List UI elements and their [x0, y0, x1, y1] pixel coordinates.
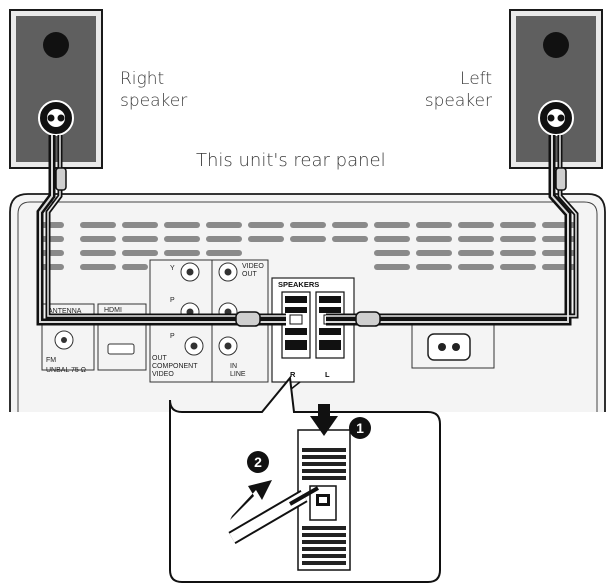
video-label: VIDEO [242, 263, 264, 270]
power-inlet [411, 319, 495, 369]
video-label-2: VIDEO [152, 371, 174, 378]
step-2-label: 2 [254, 454, 262, 470]
terminal-r-label: R [290, 370, 296, 379]
step-2-badge [247, 451, 269, 473]
step-1-label: 1 [356, 420, 364, 436]
video-out-label: OUT [242, 271, 258, 278]
in-label: IN [230, 363, 237, 370]
line-label: LINE [230, 371, 246, 378]
terminal-l-label: L [325, 370, 330, 379]
terminal-detail: 1 2 [228, 404, 371, 571]
rear-panel-label: This unit's rear panel [196, 150, 386, 171]
pr-label: P [170, 333, 175, 340]
y-label: Y [170, 265, 175, 272]
pb-label: P [170, 297, 175, 304]
step-1-badge [349, 417, 371, 439]
left-speaker-label: Left speaker [400, 68, 492, 112]
unbal-label: UNBAL 75 Ω [46, 367, 86, 374]
left-speaker [509, 9, 603, 169]
hdmi-label: HDMI [104, 307, 122, 314]
speaker-cables [36, 135, 579, 327]
insert-arrow-icon [230, 480, 272, 520]
left-speaker-label-line2: speaker [424, 91, 492, 111]
fm-label: FM [46, 357, 56, 364]
press-arrow-icon [310, 416, 338, 436]
antenna-label: ANTENNA [48, 308, 82, 315]
left-speaker-label-line1: Left [460, 69, 492, 89]
antenna-section: ANTENNA FM UNBAL 75 Ω [41, 303, 95, 374]
right-speaker-label-line1: Right [120, 69, 165, 89]
component-label: COMPONENT [152, 363, 198, 370]
right-speaker-label-line2: speaker [120, 91, 188, 111]
speakers-label: SPEAKERS [278, 280, 319, 289]
speaker-terminals: SPEAKERS R L [271, 277, 355, 383]
right-speaker [9, 9, 103, 169]
right-speaker-label: Right speaker [120, 68, 187, 112]
out-label: OUT [152, 355, 168, 362]
rear-panel: ANTENNA FM UNBAL 75 Ω HDMI OUT Y P P OUT… [9, 193, 606, 412]
component-section: Y P P OUT COMPONENT VIDEO VIDEO OUT IN L… [149, 259, 269, 383]
